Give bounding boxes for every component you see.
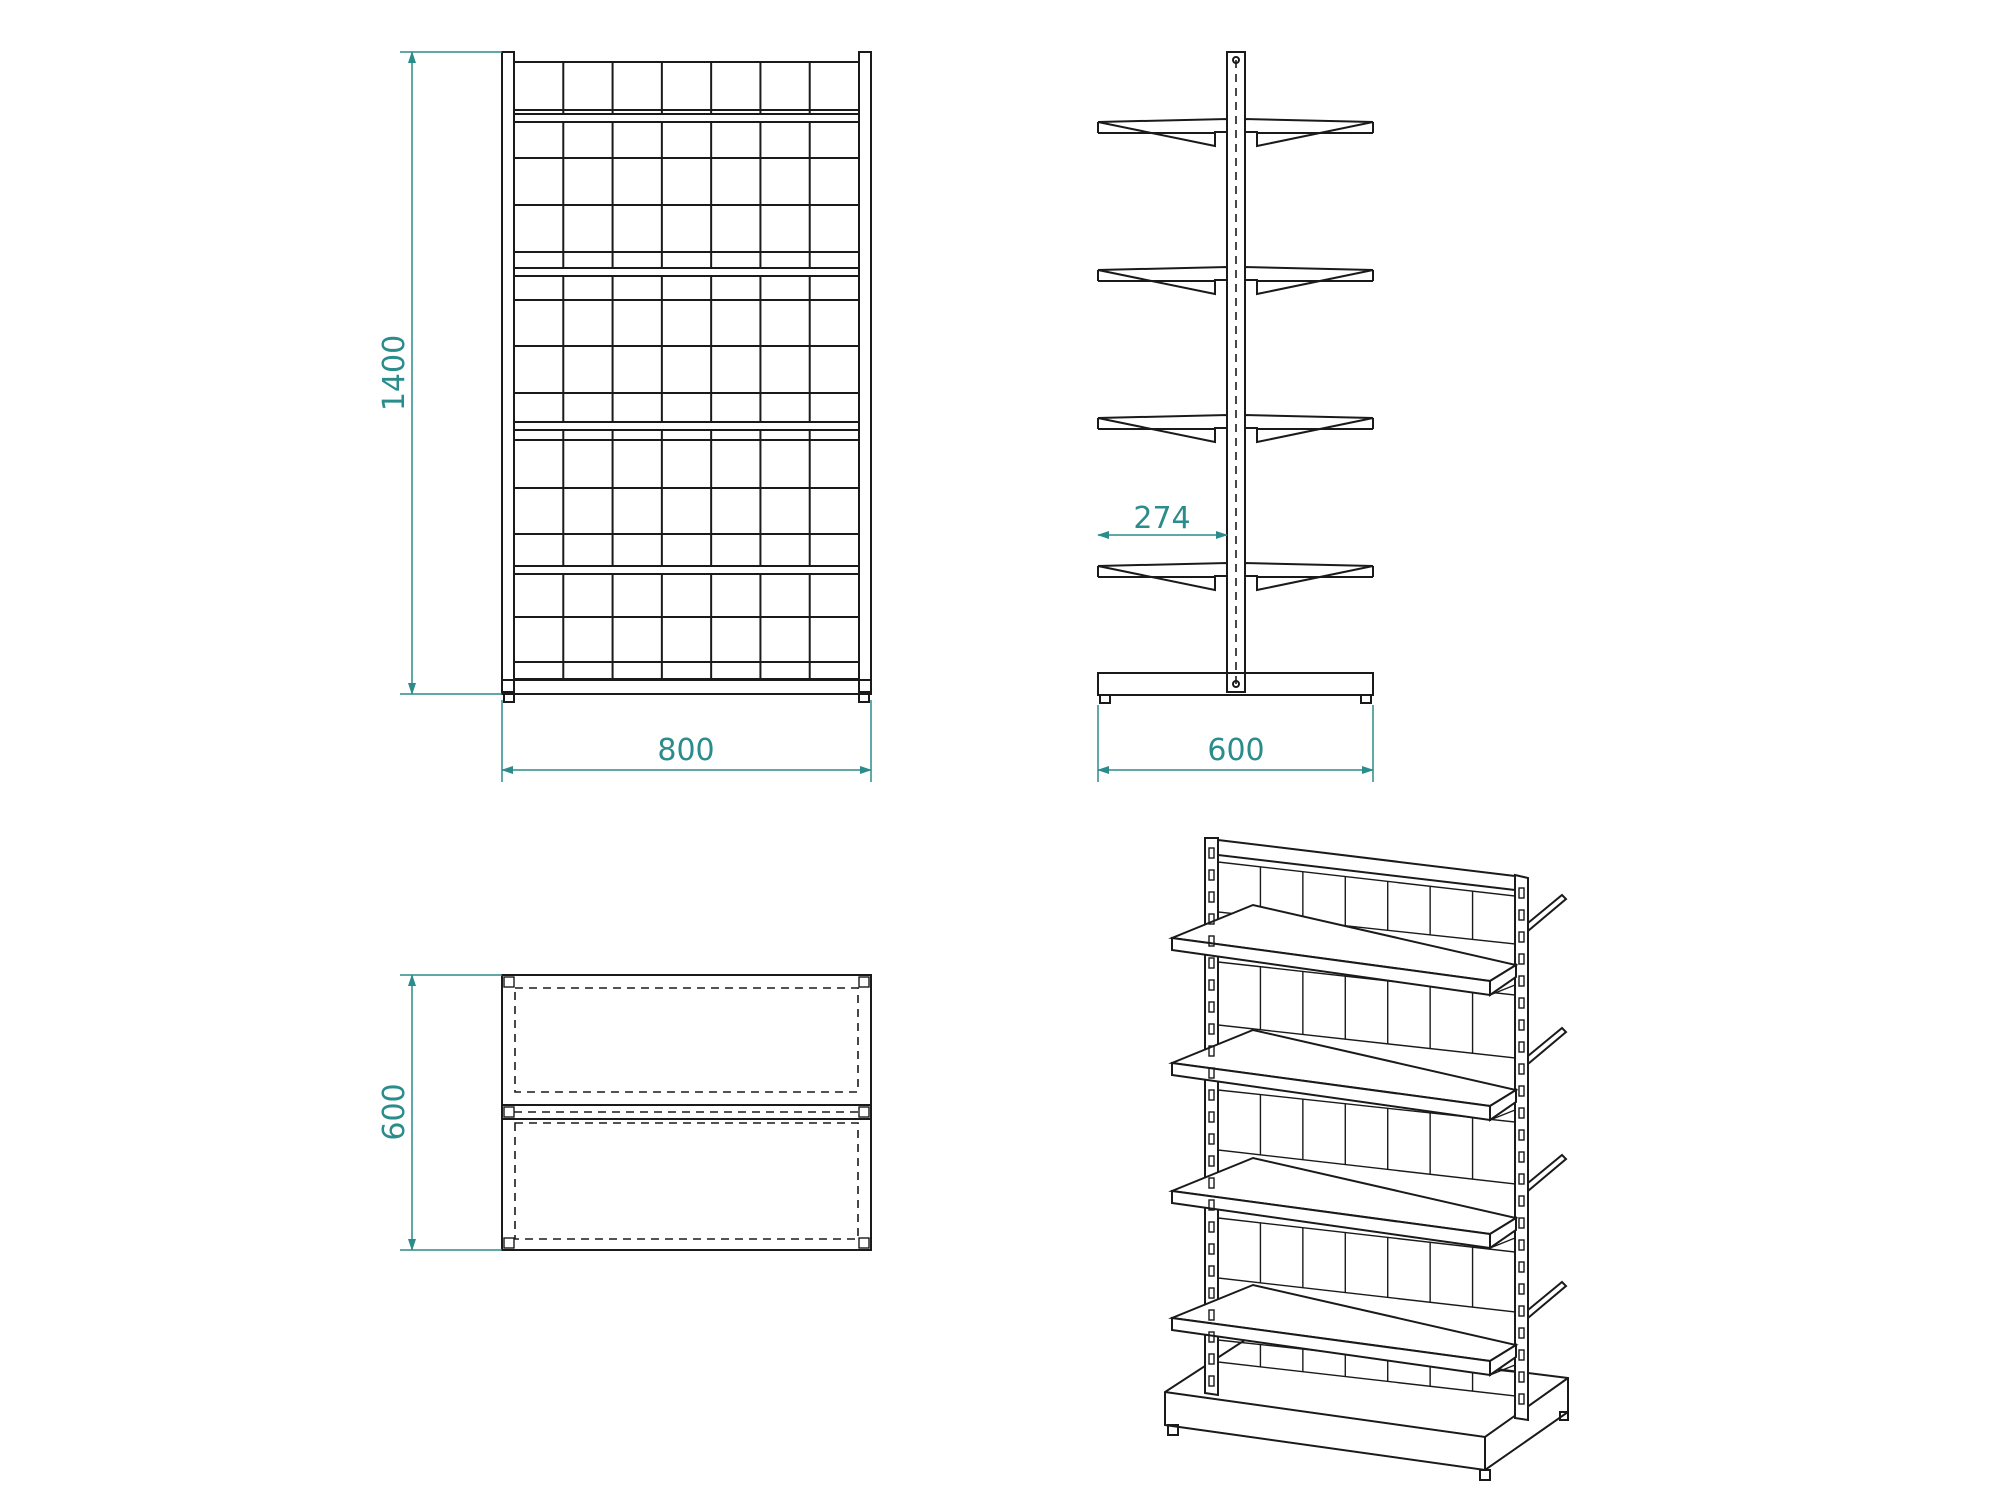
iso-back-shelves	[1527, 893, 1568, 1326]
front-base	[501, 679, 872, 695]
dim-front-height: 1400	[377, 51, 502, 695]
iso-grid	[1217, 861, 1516, 1397]
front-shelves	[513, 113, 860, 575]
iso-back-shelf	[1527, 1280, 1568, 1321]
dim-shelf-depth: 274	[1097, 501, 1228, 539]
dim-top-depth: 600	[377, 974, 502, 1251]
front-shelf	[513, 113, 860, 123]
isometric-view	[1164, 837, 1569, 1481]
side-foot-left	[1099, 694, 1111, 704]
front-shelf	[513, 565, 860, 575]
front-grid	[514, 61, 859, 679]
front-grid-frame	[513, 61, 860, 680]
iso-shelf	[1168, 1156, 1519, 1250]
dim-front-width-label: 800	[657, 733, 714, 768]
side-upright	[1226, 51, 1246, 693]
side-view	[1097, 51, 1374, 704]
front-right-upright	[858, 51, 872, 693]
iso-back-shelf	[1527, 1153, 1568, 1194]
iso-shelf	[1168, 1283, 1519, 1377]
front-shelf	[513, 421, 860, 431]
iso-right-upright	[1514, 873, 1529, 1422]
iso-grid-panel	[1217, 1089, 1516, 1185]
front-view	[501, 51, 872, 703]
dim-side-width-label: 600	[1207, 733, 1264, 768]
front-shelf	[513, 267, 860, 277]
iso-upright-slots	[1208, 847, 1525, 1405]
iso-top-beam	[1217, 838, 1516, 892]
front-left-upright	[501, 51, 515, 693]
iso-back-shelf	[1527, 893, 1568, 934]
side-shelf	[1097, 561, 1374, 592]
side-foot-right	[1360, 694, 1372, 704]
side-shelf	[1097, 117, 1374, 148]
top-view	[501, 974, 872, 1251]
front-foot-left	[503, 693, 515, 703]
side-shelf	[1097, 413, 1374, 444]
iso-shelves	[1168, 903, 1519, 1377]
iso-back-shelf	[1527, 1026, 1568, 1067]
iso-grid-panel	[1217, 1217, 1516, 1313]
iso-shelf	[1168, 1028, 1519, 1122]
dim-top-depth-label: 600	[377, 1083, 412, 1140]
iso-grid-panel	[1217, 861, 1516, 945]
dim-front-width: 800	[501, 700, 872, 782]
dim-front-height-label: 1400	[377, 335, 412, 411]
dim-side-width: 600	[1097, 705, 1374, 782]
side-shelf	[1097, 265, 1374, 296]
top-center-rail	[501, 1104, 872, 1120]
iso-shelf	[1168, 903, 1519, 997]
side-shelves	[1097, 117, 1374, 592]
dim-shelf-depth-label: 274	[1133, 501, 1190, 536]
front-foot-right	[858, 693, 870, 703]
side-base	[1097, 672, 1374, 696]
